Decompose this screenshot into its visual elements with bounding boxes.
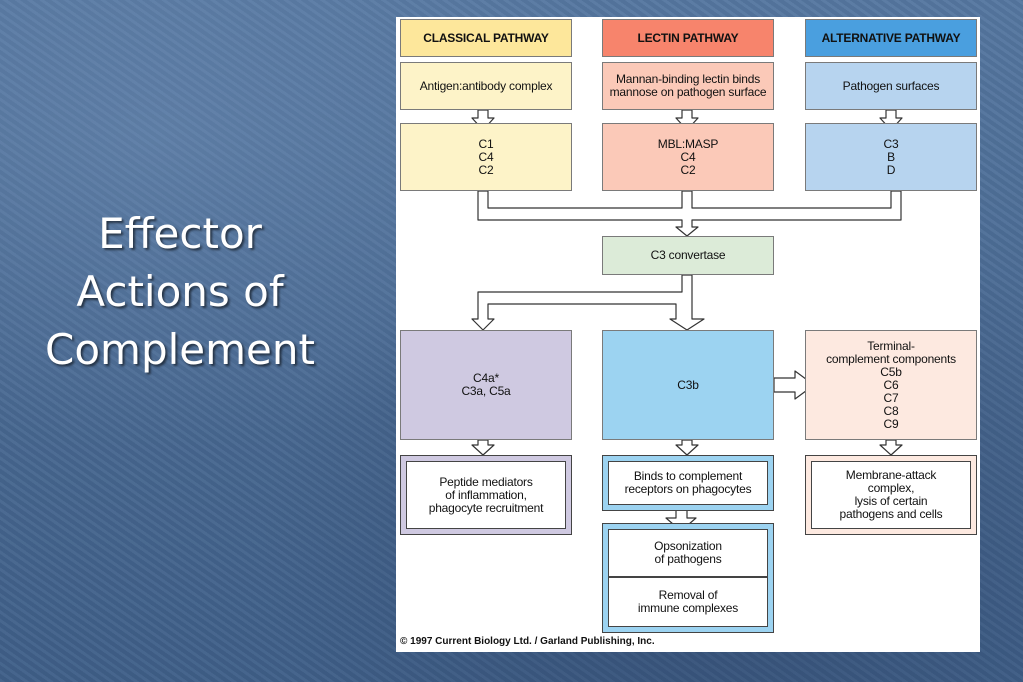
- terminal-components: Terminal- complement components C5b C6 C…: [805, 330, 977, 440]
- header-classical: CLASSICAL PATHWAY: [400, 19, 572, 57]
- convertase-split: [471, 274, 705, 331]
- trigger-alternative: Pathogen surfaces: [805, 62, 977, 110]
- components-lectin: MBL:MASP C4 C2: [602, 123, 774, 191]
- arrow-to-terminal: [773, 370, 815, 400]
- copyright-notice: © 1997 Current Biology Ltd. / Garland Pu…: [400, 636, 655, 647]
- effect-mac: Membrane-attack complex, lysis of certai…: [811, 461, 971, 529]
- title-line-3: Complement: [45, 325, 315, 374]
- anaphylatoxins: C4a* C3a, C5a: [400, 330, 572, 440]
- effect-receptors-frame: Binds to complement receptors on phagocy…: [602, 455, 774, 511]
- trigger-lectin: Mannan-binding lectin binds mannose on p…: [602, 62, 774, 110]
- complement-pathway-diagram: CLASSICAL PATHWAY LECTIN PATHWAY ALTERNA…: [396, 17, 980, 652]
- title-line-2: Actions of: [76, 267, 284, 316]
- effect-receptors: Binds to complement receptors on phagocy…: [608, 461, 768, 505]
- effect-opsonization-frame: Opsonization of pathogens Removal of imm…: [602, 523, 774, 633]
- components-classical: C1 C4 C2: [400, 123, 572, 191]
- components-alternative: C3 B D: [805, 123, 977, 191]
- title-line-1: Effector: [98, 209, 262, 258]
- slide-title: Effector Actions of Complement: [20, 205, 340, 379]
- effect-mac-frame: Membrane-attack complex, lysis of certai…: [805, 455, 977, 535]
- trigger-classical: Antigen:antibody complex: [400, 62, 572, 110]
- effect-removal: Removal of immune complexes: [608, 577, 768, 627]
- header-lectin: LECTIN PATHWAY: [602, 19, 774, 57]
- effect-inflammation: Peptide mediators of inflammation, phago…: [406, 461, 566, 529]
- arrow-receptors: [675, 439, 699, 456]
- merge-connector: [477, 190, 902, 237]
- arrow-mac: [879, 439, 903, 456]
- c3b: C3b: [602, 330, 774, 440]
- c3-convertase: C3 convertase: [602, 236, 774, 275]
- arrow-inflammation: [471, 439, 495, 456]
- effect-opsonization: Opsonization of pathogens: [608, 529, 768, 577]
- header-alternative: ALTERNATIVE PATHWAY: [805, 19, 977, 57]
- effect-inflammation-frame: Peptide mediators of inflammation, phago…: [400, 455, 572, 535]
